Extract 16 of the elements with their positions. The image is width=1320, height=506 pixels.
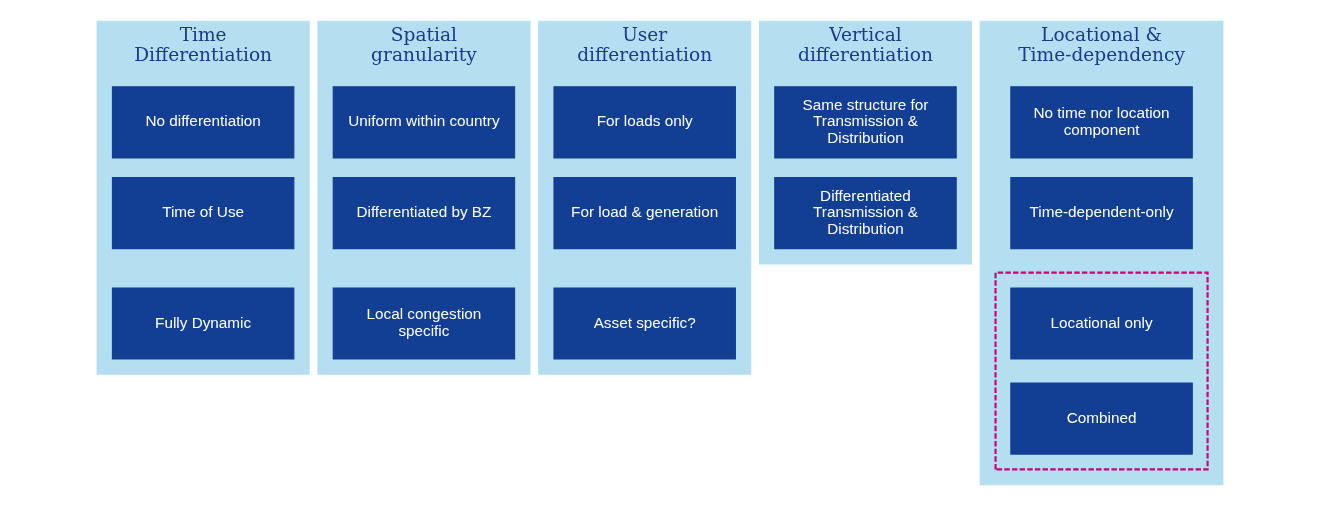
cluster xyxy=(994,271,1209,471)
node-box: Local congestion specific xyxy=(332,287,516,360)
node-box: No differentiation xyxy=(111,86,295,159)
node-box: Same structure for Transmission & Distribution xyxy=(774,86,957,159)
node-box: Time-dependent-only xyxy=(1010,177,1193,250)
node-box: For load & generation xyxy=(553,177,736,250)
node-box: Fully Dynamic xyxy=(111,287,295,360)
node-box: Time of Use xyxy=(111,177,295,250)
node-box: Locational only xyxy=(1010,287,1193,360)
node-box: No time nor location component xyxy=(1010,86,1193,159)
node-box: Asset specific? xyxy=(553,287,736,360)
node-box: For loads only xyxy=(553,86,736,159)
node-box: Combined xyxy=(1010,382,1193,455)
node-box: Uniform within country xyxy=(332,86,516,159)
node-box: Differentiated by BZ xyxy=(332,177,516,250)
node-box: Differentiated Transmission & Distribution xyxy=(774,177,957,250)
